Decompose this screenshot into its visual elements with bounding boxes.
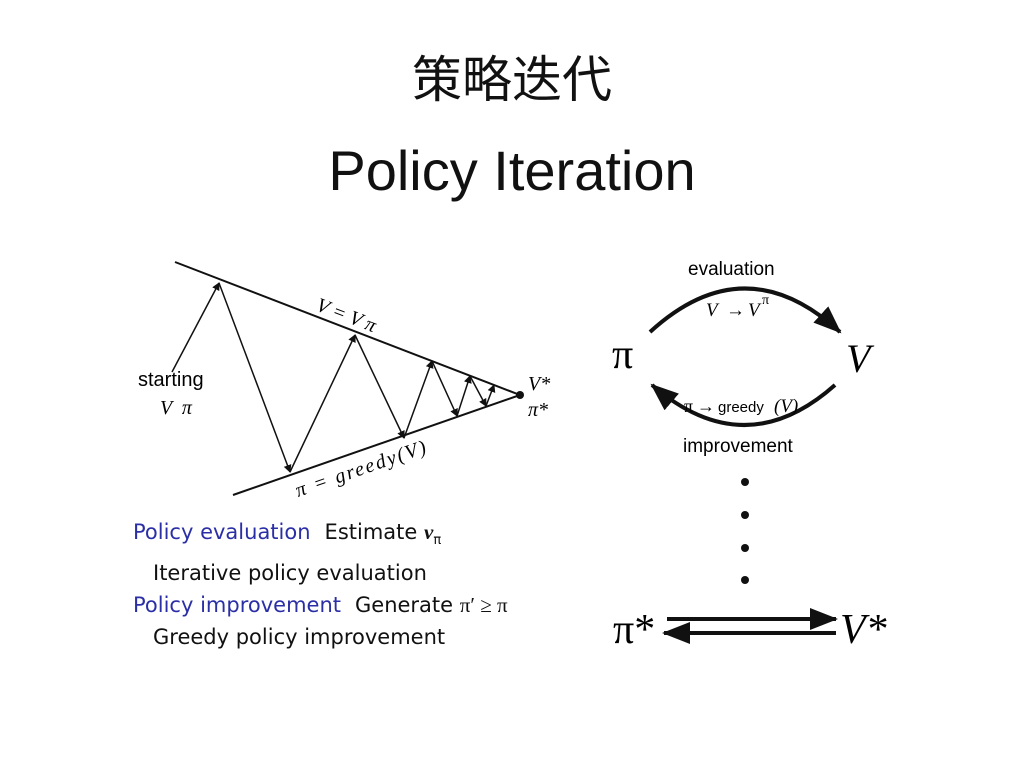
zigzag-arrow-6 (456, 375, 472, 417)
value-line-label: V = V π (313, 294, 380, 337)
policy-improvement-desc: Generate (355, 593, 454, 618)
eval-formula-arrow: → (726, 300, 745, 321)
greedy-policy-improvement: Greedy policy improvement (153, 625, 446, 650)
zigzag-arrow-5 (431, 360, 458, 417)
converged-double-arrow (662, 608, 838, 644)
improvement-arrow (650, 383, 837, 427)
zigzag-arrow-1 (218, 282, 292, 473)
policy-evaluation-subscript: π (433, 533, 442, 549)
convergence-triangle-diagram: starting V π V = V π π = greedy(V) V* π* (138, 261, 550, 502)
zigzag-arrow-4 (403, 360, 434, 439)
pi-node: π (612, 332, 633, 378)
improvement-label: improvement (683, 436, 794, 457)
start-arrow (171, 282, 220, 373)
greedy-formula-word: greedy (718, 399, 764, 416)
zigzag-arrow-2 (289, 334, 356, 473)
zigzag-arrow-8 (485, 384, 496, 407)
page-title-english: Policy Iteration (328, 139, 696, 202)
convergence-point (516, 391, 524, 399)
zigzag-arrows (171, 282, 496, 473)
v-star-node: V* (840, 607, 887, 653)
starting-vars-label: V π (160, 397, 193, 419)
greedy-line (232, 394, 521, 496)
policy-evaluation-desc: Estimate (324, 520, 418, 544)
pi-star-end-label: π* (528, 399, 548, 421)
zigzag-arrow-7 (469, 375, 487, 407)
evaluation-improvement-cycle: evaluation V → V π π V π → greedy (V) im… (612, 259, 887, 653)
v-node: V (846, 336, 875, 381)
policy-legend: Policy evaluation Estimate vπ Iterative p… (133, 516, 508, 653)
continuation-dots (741, 478, 749, 584)
policy-evaluation-symbol: v (424, 520, 434, 544)
greedy-line-label: π = greedy(V) (292, 436, 430, 502)
legend-impr-row: Policy improvement Generate π′ ≥ π (133, 589, 508, 621)
zigzag-arrow-3 (354, 334, 405, 439)
policy-evaluation-heading: Policy evaluation (133, 520, 311, 544)
eval-formula-superscript: π (762, 293, 769, 308)
pi-star-node: π* (613, 607, 655, 653)
iterative-policy-evaluation: Iterative policy evaluation (153, 561, 427, 586)
v-star-end-label: V* (528, 373, 550, 395)
page-title-chinese: 策略迭代 (412, 51, 612, 109)
evaluation-arrow (648, 286, 842, 334)
greedy-formula-v: (V) (774, 396, 798, 417)
evaluation-label: evaluation (688, 259, 775, 280)
value-line (174, 261, 521, 396)
greedy-formula-arrow: → (697, 396, 715, 416)
eval-formula-v: V (706, 300, 720, 321)
greedy-formula-pi: π (684, 396, 693, 416)
policy-improvement-heading: Policy improvement (133, 593, 341, 618)
policy-improvement-expr: π′ ≥ π (459, 593, 508, 618)
eval-formula-vpi: V (748, 300, 762, 321)
legend-eval-row: Policy evaluation Estimate vπ (133, 516, 508, 557)
starting-label: starting (138, 369, 204, 391)
